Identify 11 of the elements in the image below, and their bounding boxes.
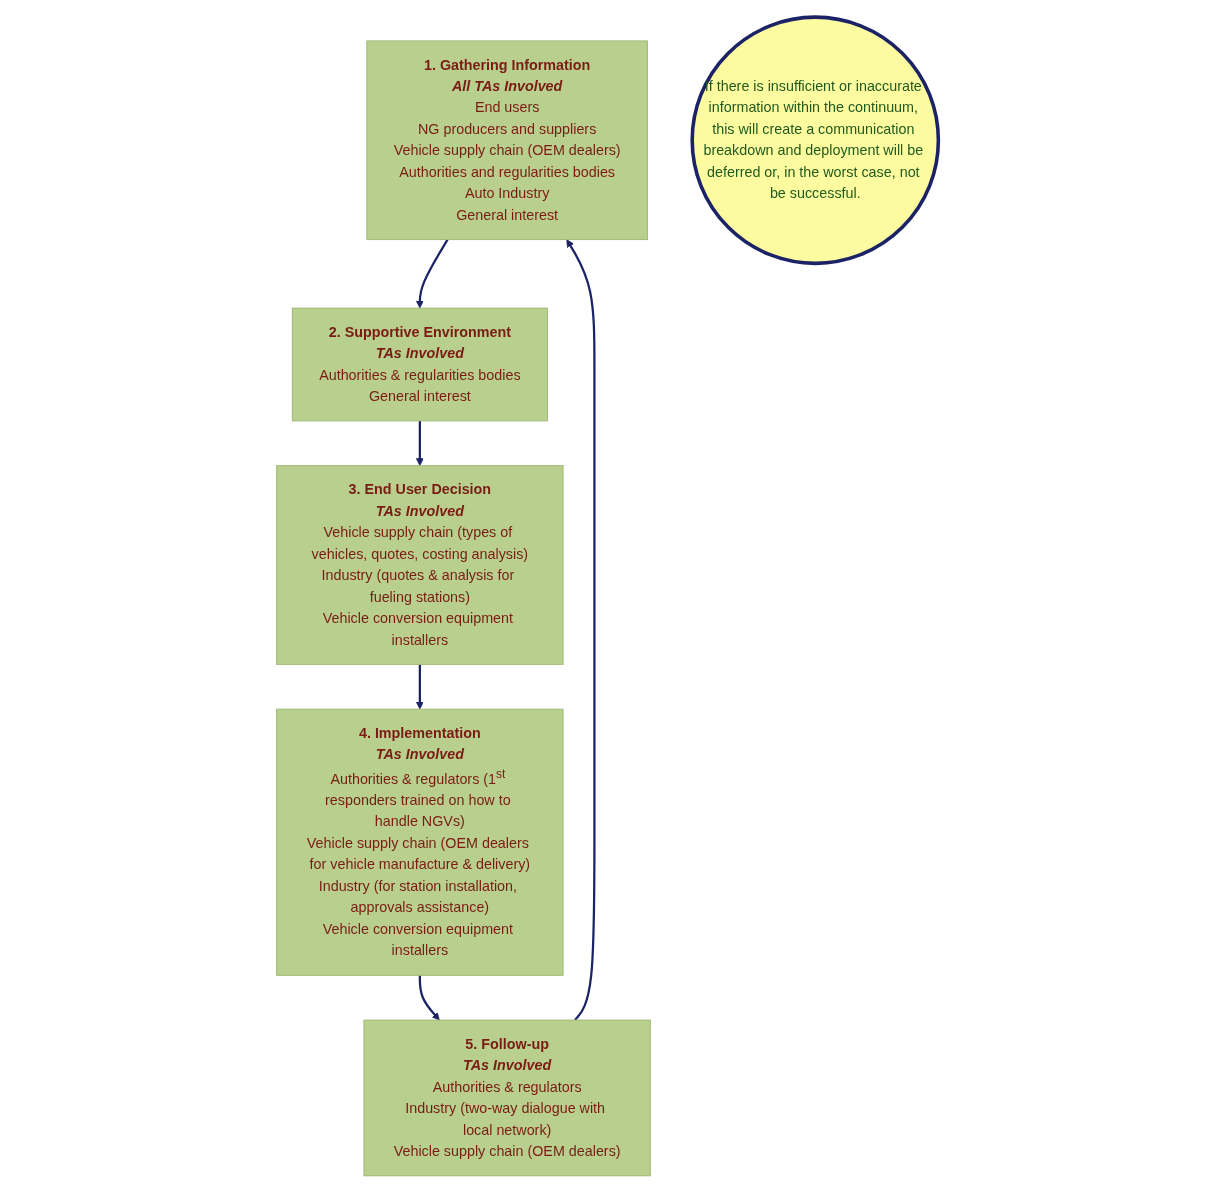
node-box [276,708,564,976]
node-box [276,465,564,665]
node-circle [690,15,941,266]
arrow [415,664,424,710]
node-box [366,40,648,241]
node-box [291,307,548,422]
arrow [415,239,449,309]
node-box [363,1019,651,1177]
arrow [415,420,424,466]
arrow [418,975,440,1021]
arrow [566,239,596,1021]
